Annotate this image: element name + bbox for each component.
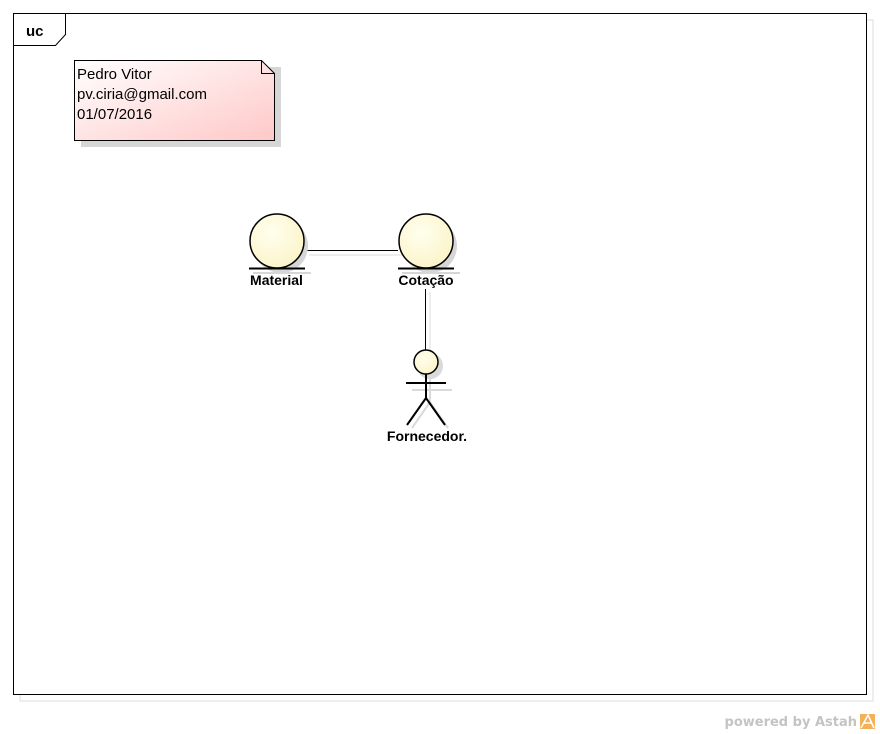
frame-label: uc [26,23,44,40]
frame-label-tab [13,13,66,46]
note-line-name: Pedro Vitor [77,66,152,83]
actor-head-icon [413,349,439,375]
entity-label: Material [250,272,303,288]
author-note[interactable]: Pedro Vitor pv.ciria@gmail.com 01/07/201… [74,60,282,148]
entity-label: Cotação [398,272,453,288]
entity-material[interactable]: Material [249,213,311,288]
note-line-email: pv.ciria@gmail.com [77,86,207,103]
note-body [74,60,275,141]
entity-circle-icon [249,213,305,269]
powered-by-watermark: powered by Astah [725,715,857,730]
note-line-date: 01/07/2016 [77,106,152,123]
actor-body-icon [406,374,446,426]
actor-label: Fornecedor. [387,428,467,444]
entity-cotacao[interactable]: Cotação [398,213,460,288]
astah-logo-icon [860,713,875,729]
entity-circle-icon [398,213,454,269]
note-fold [261,60,275,74]
actor-fornecedor[interactable]: Fornecedor. [387,349,467,444]
